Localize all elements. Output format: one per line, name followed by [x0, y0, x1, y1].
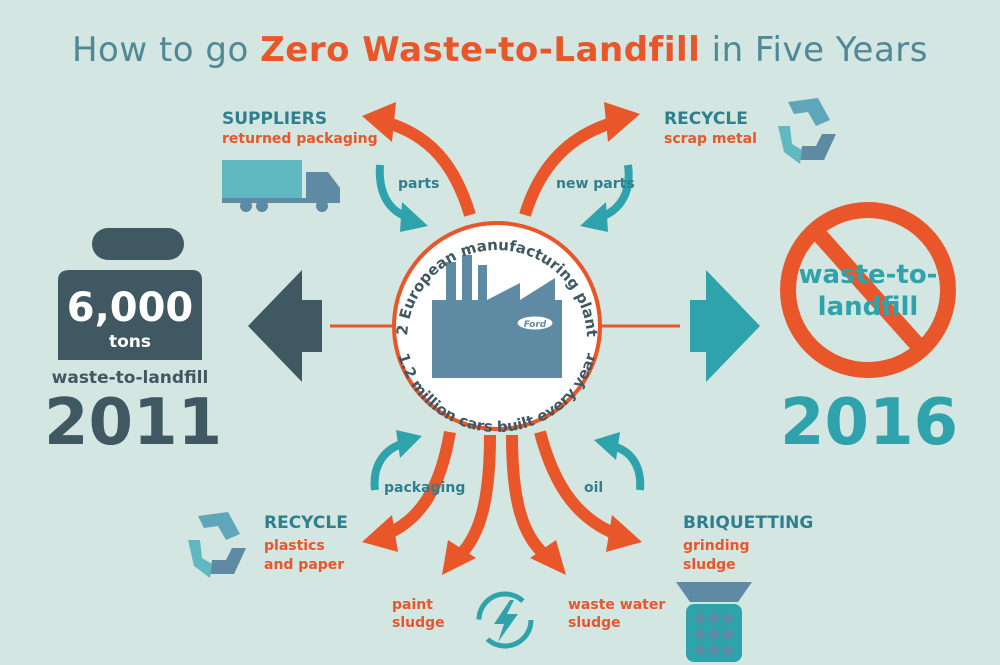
arrow-to-wastewater-sludge: [506, 434, 566, 575]
recycle-plastics-sub2: and paper: [264, 557, 345, 573]
flow-label-parts: parts: [398, 176, 440, 192]
recycle-scrap-sub: scrap metal: [664, 131, 757, 147]
title-post: in Five Years: [700, 30, 928, 70]
arrow-to-briquetting: [534, 430, 642, 552]
arrow-oil-in: [594, 432, 645, 491]
arrow-to-recycle-scrap: [519, 102, 640, 217]
wastewater-sludge-line2: sludge: [568, 615, 621, 631]
weight-unit: tons: [108, 332, 152, 352]
recycle-plastics-sub1: plastics: [264, 538, 325, 554]
ford-logo-text: Ford: [524, 320, 547, 330]
year-2016: 2016: [780, 386, 959, 460]
flow-label-new-parts: new parts: [556, 176, 635, 192]
flow-label-packaging: packaging: [384, 480, 466, 496]
ford-logo: [516, 315, 554, 331]
lightning-icon: [476, 591, 534, 649]
suppliers-sub: returned packaging: [222, 131, 378, 147]
truck-icon: [222, 160, 340, 212]
recycle-plastics-heading: RECYCLE: [264, 513, 348, 533]
arrow-to-suppliers: [362, 102, 476, 217]
page-title: How to go Zero Waste-to-Landfill in Five…: [0, 30, 1000, 70]
briquetting-machine-icon: [676, 582, 752, 662]
sign-text-line1: waste-to-: [799, 260, 938, 290]
title-pre: How to go: [71, 30, 261, 70]
title-highlight: Zero Waste-to-Landfill: [260, 30, 701, 70]
year-2011: 2011: [44, 386, 223, 460]
briquetting-sub2: sludge: [683, 557, 736, 573]
left-big-arrow: [248, 270, 322, 382]
recycle-icon: [188, 512, 246, 578]
right-big-arrow: [690, 270, 760, 382]
arrow-to-recycle-plastics: [362, 430, 456, 552]
wastewater-sludge-line1: waste water: [568, 597, 666, 613]
left-label: waste-to-landfill: [51, 368, 209, 388]
sign-text-line2: landfill: [818, 292, 919, 322]
paint-sludge-line1: paint: [392, 597, 433, 613]
weight-amount: 6,000: [66, 285, 194, 331]
recycle-icon: [778, 98, 836, 164]
flow-label-oil: oil: [584, 480, 604, 496]
recycle-scrap-heading: RECYCLE: [664, 109, 748, 129]
weight-icon: [58, 228, 202, 360]
briquetting-heading: BRIQUETTING: [683, 513, 814, 533]
arrow-new-parts-in: [580, 164, 633, 232]
paint-sludge-line2: sludge: [392, 615, 445, 631]
arrow-parts-in: [375, 164, 428, 232]
arrow-to-paint-sludge: [442, 434, 496, 575]
arrow-packaging-in: [370, 430, 422, 491]
briquetting-sub1: grinding: [683, 538, 750, 554]
suppliers-heading: SUPPLIERS: [222, 109, 328, 129]
no-landfill-sign-icon: [780, 202, 956, 378]
factory-icon: [432, 255, 562, 378]
